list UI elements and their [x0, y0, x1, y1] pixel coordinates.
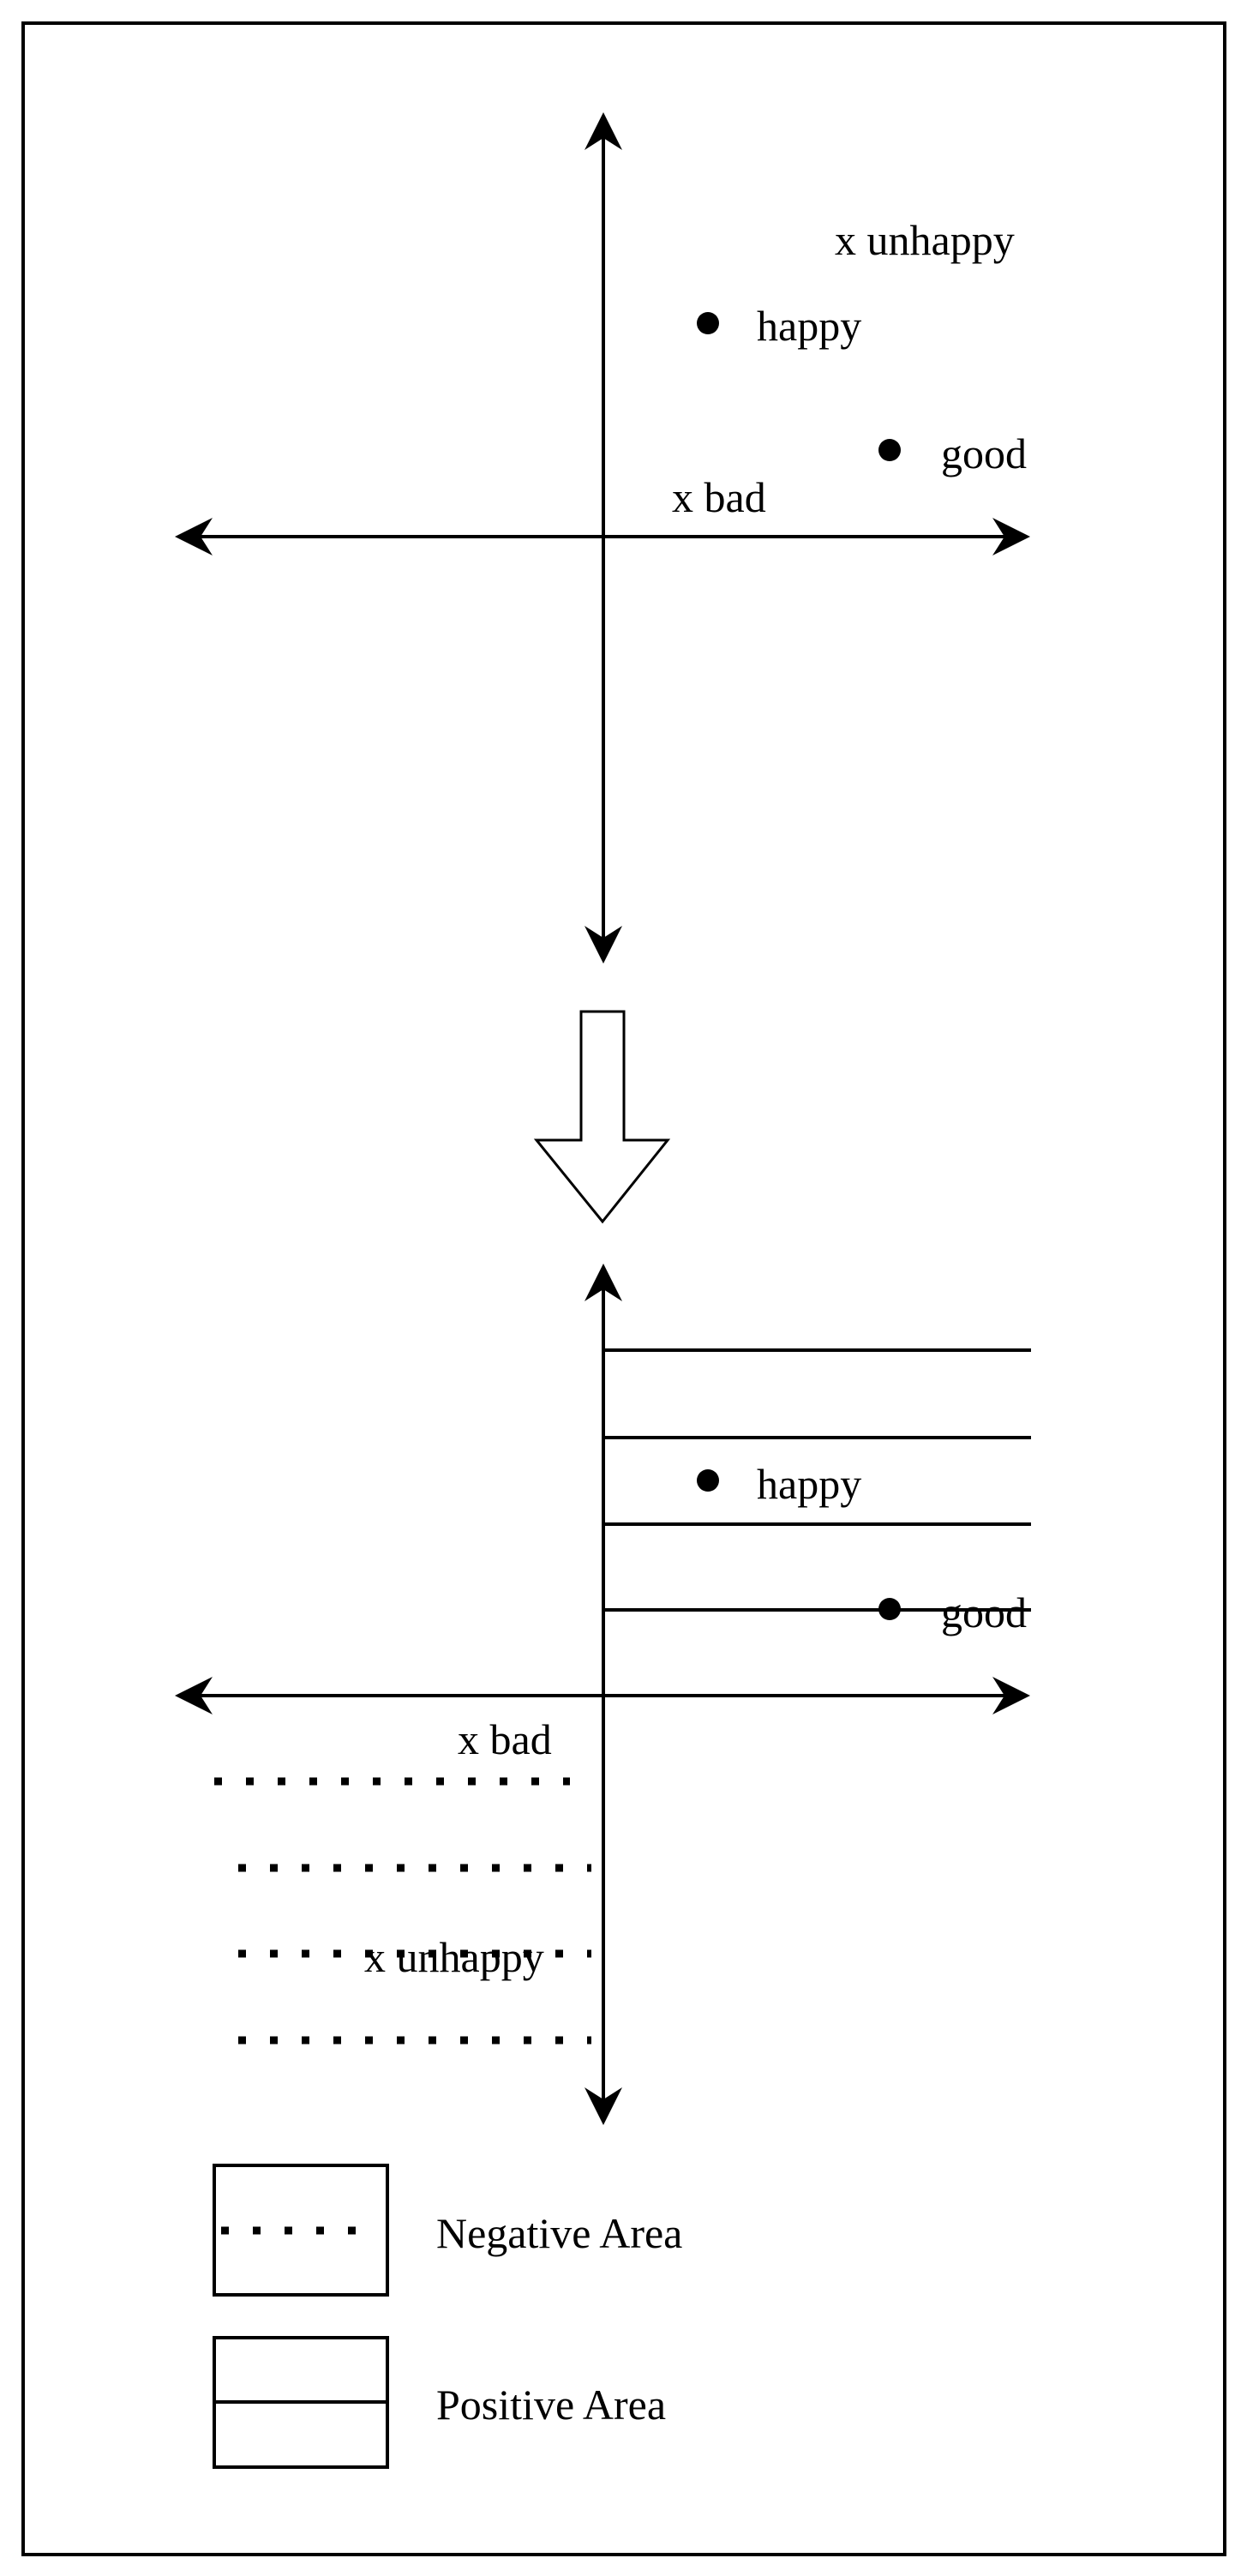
legend: Negative Area Positive Area [213, 2164, 682, 2469]
bottom-good-label: good [941, 1588, 1027, 1636]
bottom-panel: happy good x bad x unhappy [175, 1264, 1031, 2125]
top-good-label: good [941, 429, 1027, 477]
top-happy-label: happy [757, 302, 861, 350]
top-happy-dot [697, 312, 719, 334]
bottom-happy-label: happy [757, 1460, 861, 1508]
bottom-happy-dot [697, 1469, 719, 1492]
bottom-unhappy-label: x unhappy [364, 1933, 544, 1981]
top-panel: happy good x unhappy x bad [175, 112, 1030, 964]
bottom-good-dot [878, 1598, 901, 1620]
top-good-dot [878, 439, 901, 461]
transition-arrow [533, 1010, 671, 1224]
top-unhappy-label: x unhappy [835, 216, 1015, 264]
outer-frame [21, 21, 1226, 2556]
legend-swatch-negative [213, 2164, 389, 2297]
legend-item-negative: Negative Area [213, 2164, 682, 2297]
legend-item-positive: Positive Area [213, 2336, 666, 2469]
negative-area-lines [214, 1777, 591, 2045]
top-bad-label: x bad [672, 473, 766, 521]
legend-label-negative: Negative Area [436, 2209, 682, 2257]
legend-label-positive: Positive Area [436, 2381, 666, 2429]
bottom-bad-label: x bad [458, 1715, 552, 1763]
positive-area-lines [603, 1348, 1031, 1612]
